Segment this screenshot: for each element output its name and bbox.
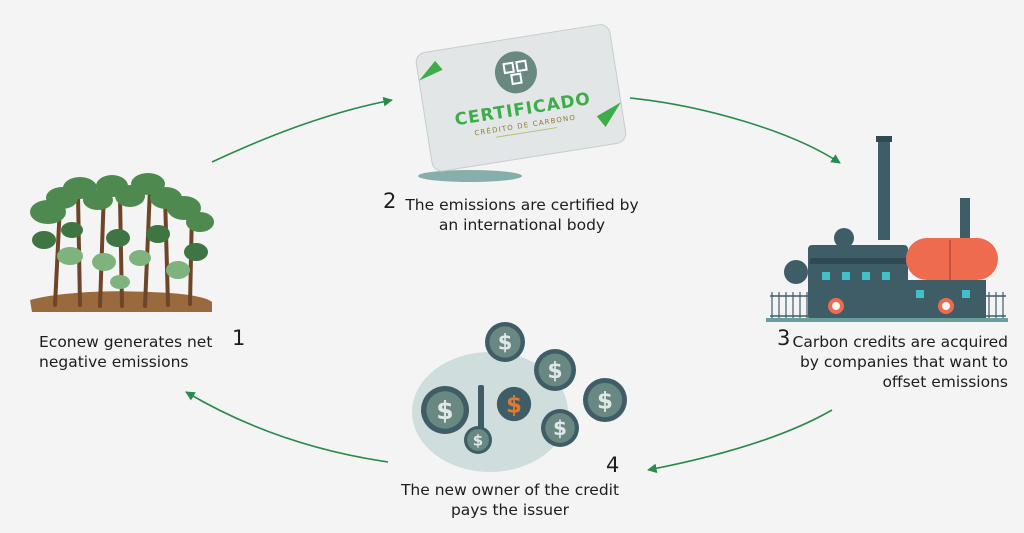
step-3-label-line: Carbon credits are acquired — [792, 333, 1008, 351]
cycle-arrows — [185, 96, 841, 474]
step-2-label: The emissions are certified by an interna… — [402, 195, 642, 235]
step-2-label-line: an international body — [438, 216, 606, 234]
step-4-number: 4 — [606, 453, 620, 477]
svg-text:$: $ — [498, 331, 513, 355]
arrow-3-to-4 — [647, 409, 833, 474]
step-2-label-line: The emissions are certified by — [405, 196, 639, 214]
step-3-label-line: by companies that want to — [799, 353, 1008, 371]
coin-icon: $ — [464, 426, 492, 454]
step-2-number: 2 — [383, 189, 397, 213]
arrow-1-to-2 — [211, 96, 393, 163]
svg-text:$: $ — [436, 396, 453, 425]
step-4-label-line: pays the issuer — [450, 501, 570, 519]
certificate-illustration: CERTIFICADO CRÉDITO DE CARBONO — [415, 24, 627, 182]
step-4-label: The new owner of the credit pays the issu… — [395, 480, 625, 520]
forest-illustration — [30, 173, 214, 312]
step-1-number: 1 — [232, 326, 246, 350]
coin-group: $ $ $ $ $ $ $ — [421, 322, 627, 454]
step-1-label-line: Econew generates net — [39, 333, 213, 351]
coin-icon: $ — [541, 409, 579, 447]
step-4-label-line: The new owner of the credit — [400, 481, 620, 499]
svg-text:$: $ — [506, 392, 522, 418]
arrow-4-to-1 — [185, 391, 389, 463]
arrow-2-to-3 — [629, 97, 841, 164]
step-3-label-line: offset emissions — [882, 373, 1008, 391]
coin-icon: $ — [421, 386, 469, 434]
step-1-label: Econew generates net negative emissions — [39, 332, 224, 372]
svg-text:$: $ — [547, 359, 562, 384]
svg-text:$: $ — [597, 388, 613, 414]
svg-text:$: $ — [473, 431, 483, 449]
coin-icon: $ — [583, 378, 627, 422]
step-3-number: 3 — [777, 326, 791, 350]
step-3-label: Carbon credits are acquired by companies … — [790, 332, 1008, 392]
coin-icon: $ — [485, 322, 525, 362]
coin-icon: $ — [492, 382, 536, 426]
coins-illustration: $ $ $ $ $ $ $ — [412, 322, 627, 472]
svg-text:$: $ — [553, 416, 567, 440]
factory-illustration — [766, 136, 1008, 322]
step-1-label-line: negative emissions — [39, 353, 189, 371]
coin-icon: $ — [534, 349, 576, 391]
